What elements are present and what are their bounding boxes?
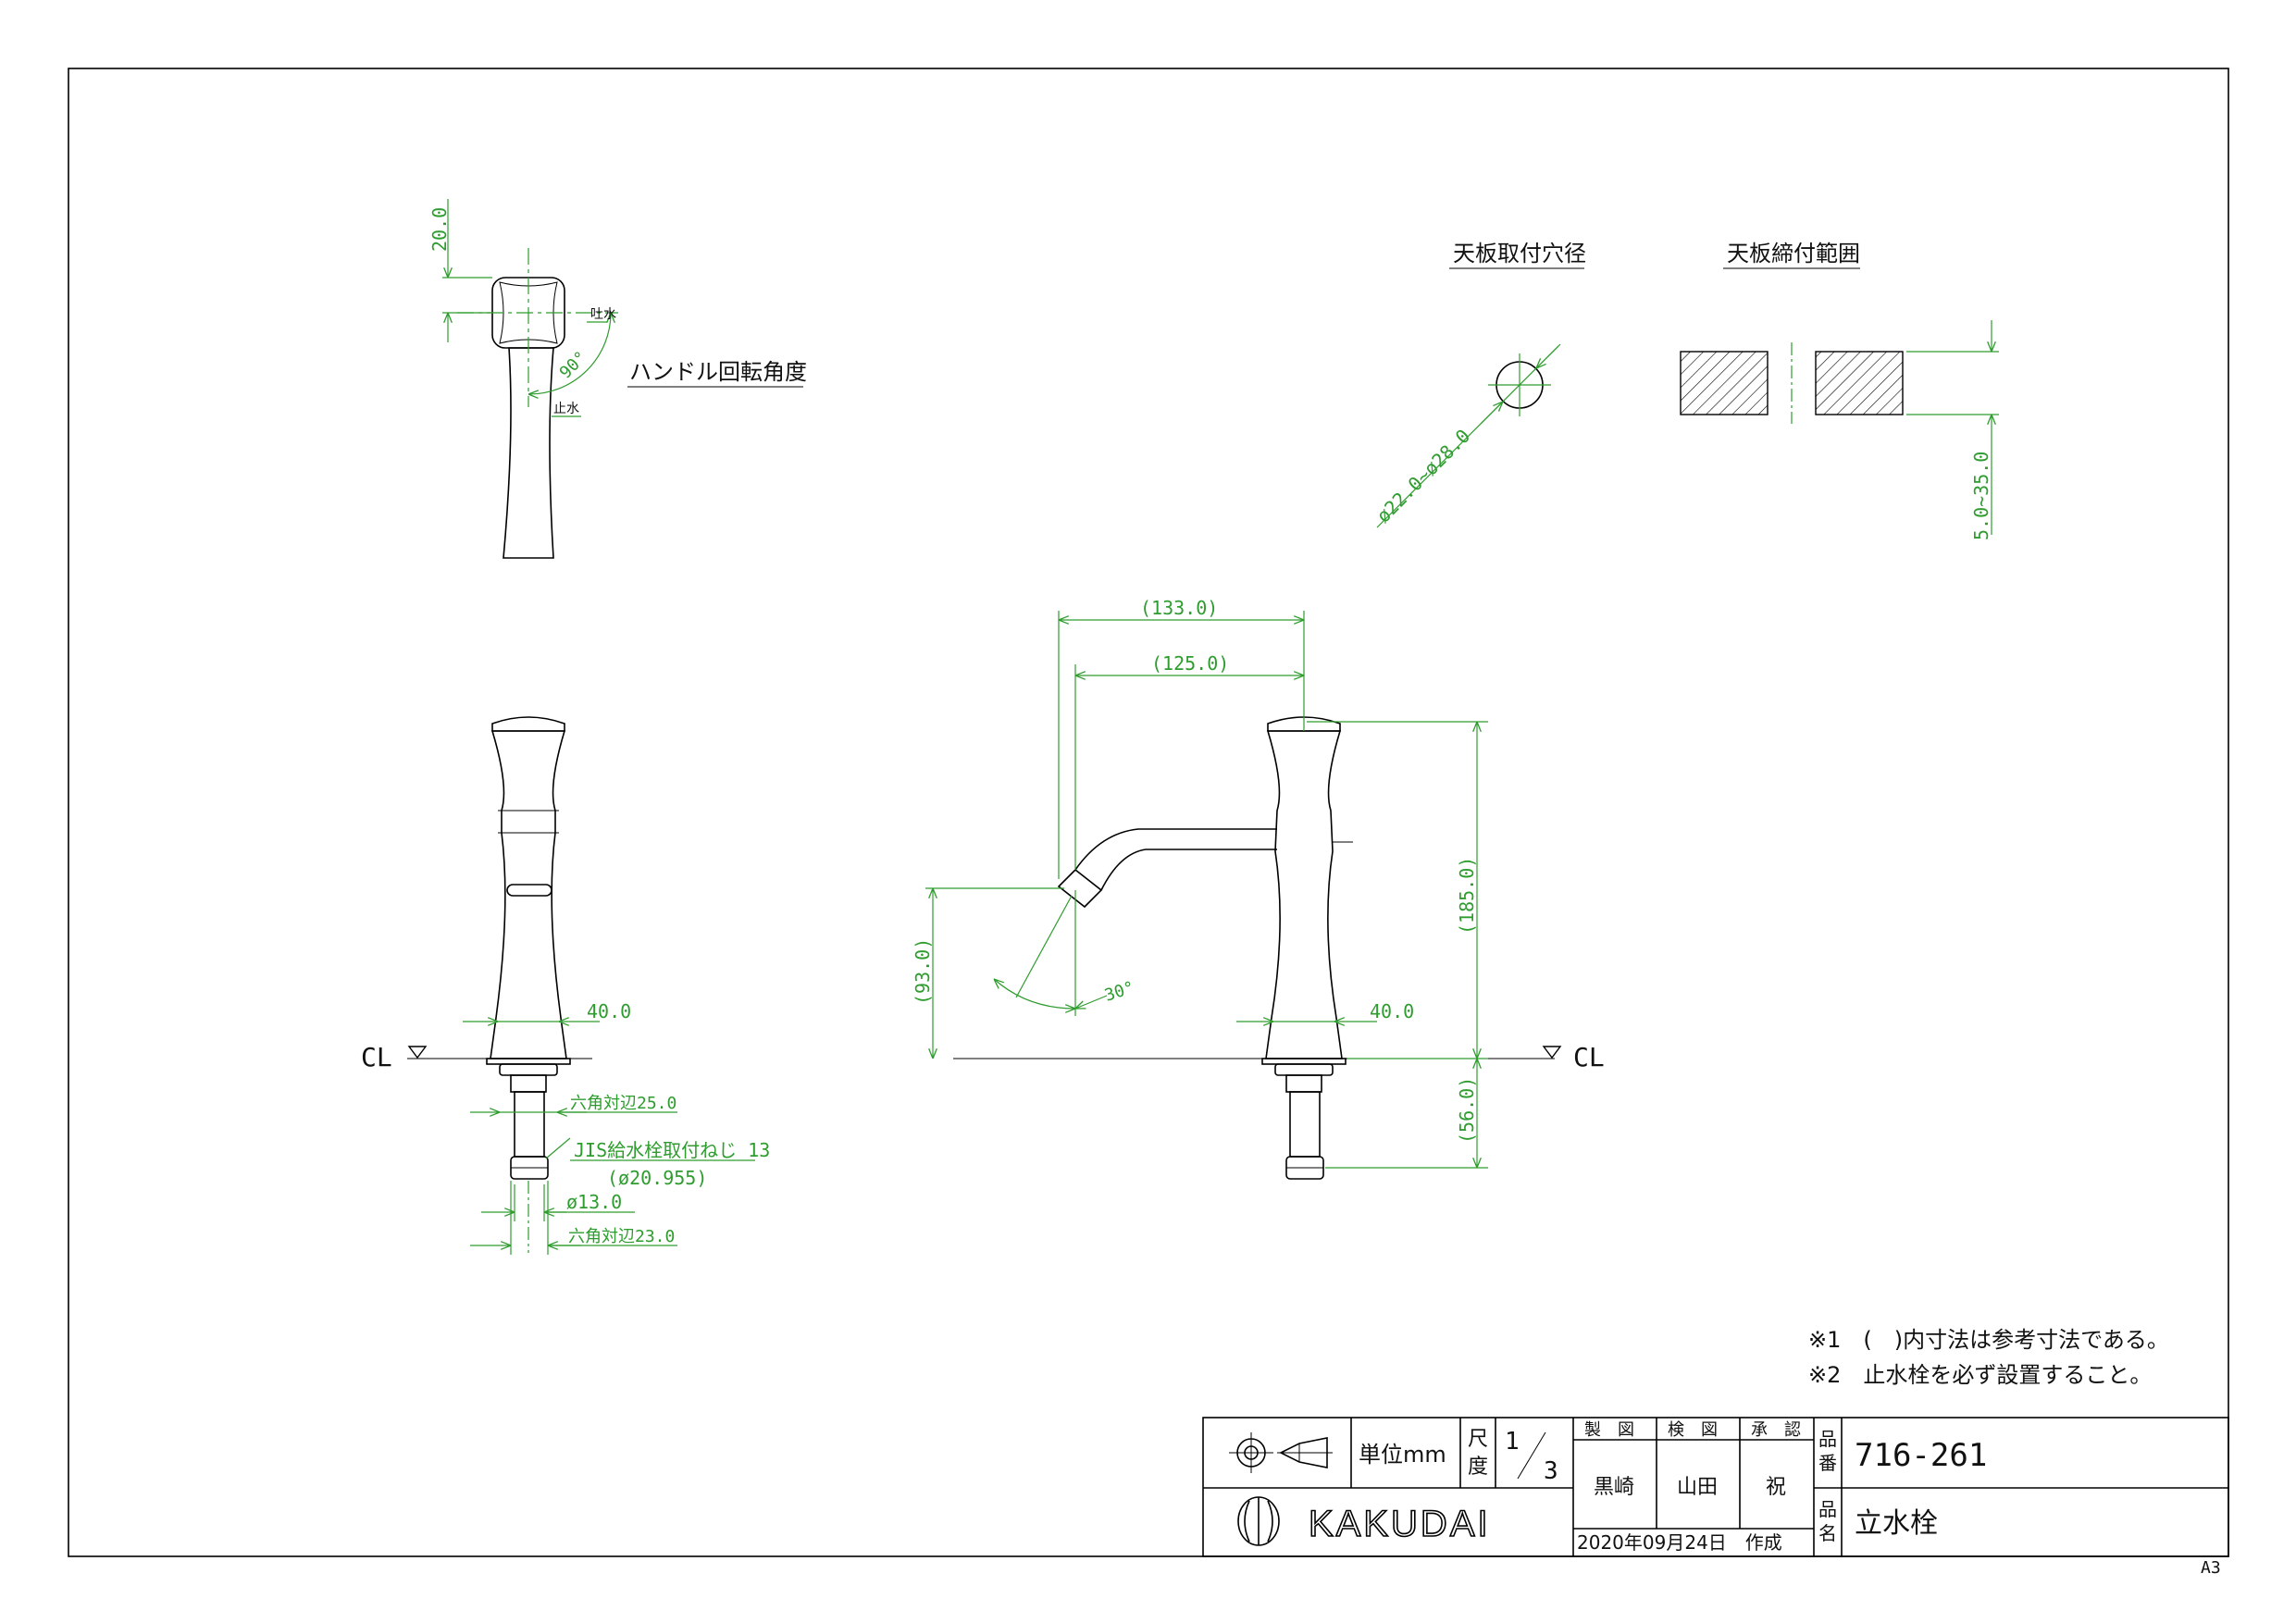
thread-diameter: (ø20.955) xyxy=(607,1167,707,1189)
created-date: 2020年09月24日 作成 xyxy=(1577,1531,1782,1554)
rotation-title: ハンドル回転角度 xyxy=(629,359,807,385)
part-no-label-1: 品 xyxy=(1818,1428,1837,1450)
hole-diameter: ø22.0~ø28.0 xyxy=(1372,425,1475,527)
side-view: CL (133.0) (125.0) (185.0) (56.0) (93.0)… xyxy=(912,597,1605,1180)
sheet-size: A3 xyxy=(2201,1558,2221,1578)
name-label-2: 名 xyxy=(1818,1522,1837,1544)
notes: ※1 ( )内寸法は参考寸法である。 ※2 止水栓を必ず設置すること。 xyxy=(1808,1327,2169,1388)
hex-23: 六角対辺23.0 xyxy=(568,1227,675,1246)
scale-label-1: 尺 xyxy=(1468,1428,1488,1451)
scale-numerator: 1 xyxy=(1505,1428,1520,1456)
note-2: ※2 止水栓を必ず設置すること。 xyxy=(1808,1362,2152,1388)
title-block: 単位mm 尺 度 1 3 製 図 検 図 承 認 黒崎 山田 祝 品 番 716… xyxy=(1202,1417,2229,1557)
clamp-view: 天板締付範囲 5.0~35.0 xyxy=(1680,241,1999,540)
side-cl: CL xyxy=(1573,1042,1605,1072)
name-label-1: 品 xyxy=(1818,1498,1837,1520)
spout-angle: 30° xyxy=(1102,978,1136,1006)
front-cl: CL xyxy=(361,1042,392,1072)
part-no-label-2: 番 xyxy=(1818,1452,1837,1474)
brand-name: KAKUDAI xyxy=(1309,1504,1491,1544)
side-dim-133: (133.0) xyxy=(1140,597,1218,619)
kakudai-logo-icon xyxy=(1237,1496,1280,1546)
stop-label: 止水 xyxy=(553,402,579,416)
hex-25: 六角対辺25.0 xyxy=(570,1094,676,1113)
drawn-header: 製 図 xyxy=(1584,1420,1634,1440)
side-dim-93: (93.0) xyxy=(912,938,934,1005)
rotation-angle: 90° xyxy=(556,348,591,383)
hole-title: 天板取付穴径 xyxy=(1453,241,1586,266)
side-dim-185: (185.0) xyxy=(1456,857,1478,935)
unit: 単位mm xyxy=(1359,1442,1446,1468)
spout-label: 吐水 xyxy=(590,307,616,322)
checked-header: 検 図 xyxy=(1668,1420,1718,1440)
thread-spec: JIS給水栓取付ねじ 13 xyxy=(574,1139,770,1161)
drawn-by: 黒崎 xyxy=(1594,1476,1634,1499)
front-dim-40: 40.0 xyxy=(587,1000,631,1022)
clamp-title: 天板締付範囲 xyxy=(1727,241,1860,266)
product-name: 立水栓 xyxy=(1855,1507,1938,1540)
sheet-border xyxy=(68,68,2229,1557)
side-dim-125: (125.0) xyxy=(1151,652,1229,675)
pipe-diameter: ø13.0 xyxy=(566,1191,622,1213)
handle-view: 20.0 90° 吐水 止水 ハンドル回転角度 xyxy=(428,199,807,559)
part-number: 716-261 xyxy=(1855,1437,1987,1474)
checked-by: 山田 xyxy=(1677,1476,1718,1499)
approved-header: 承 認 xyxy=(1751,1420,1801,1440)
scale-denominator: 3 xyxy=(1544,1457,1558,1485)
projection-symbol-icon xyxy=(1229,1432,1333,1473)
scale-label-2: 度 xyxy=(1468,1456,1488,1479)
front-view: CL 40.0 六角対辺25.0 JIS給水栓取付ねじ 13 (ø20.955)… xyxy=(361,716,770,1255)
side-dim-40: 40.0 xyxy=(1370,1000,1414,1022)
handle-dim-20: 20.0 xyxy=(428,207,451,252)
note-1: ※1 ( )内寸法は参考寸法である。 xyxy=(1808,1327,2169,1353)
hole-view: 天板取付穴径 ø22.0~ø28.0 xyxy=(1372,241,1586,528)
approved-by: 祝 xyxy=(1766,1476,1786,1499)
clamp-range: 5.0~35.0 xyxy=(1970,452,1992,540)
side-dim-56: (56.0) xyxy=(1456,1077,1478,1144)
